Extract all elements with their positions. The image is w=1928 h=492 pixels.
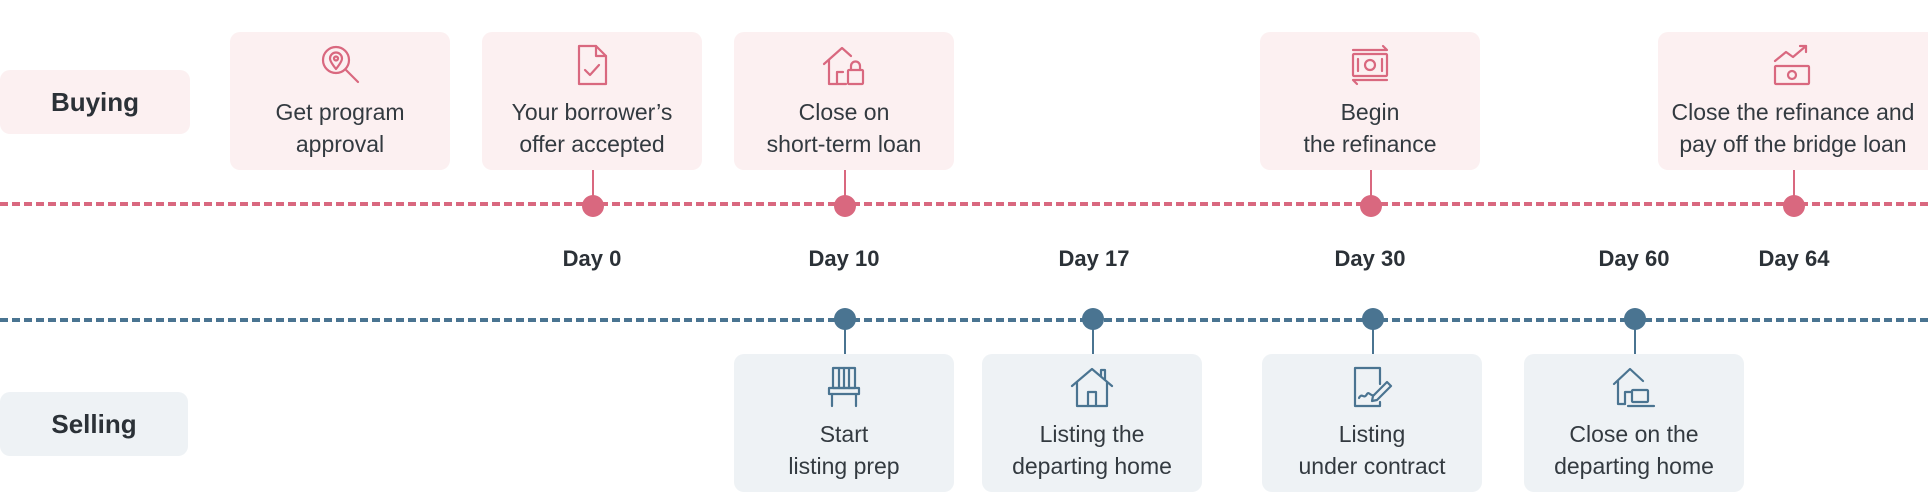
buying-step-close-refinance: Close the refinance and pay off the brid… bbox=[1658, 32, 1928, 170]
step-text-line2: short-term loan bbox=[766, 131, 922, 157]
buying-stem bbox=[844, 170, 846, 204]
search-location-icon bbox=[321, 45, 360, 84]
selling-stem bbox=[1634, 320, 1636, 354]
step-text-line2: offer accepted bbox=[519, 131, 665, 157]
buying-milestone-dot-day30 bbox=[1360, 195, 1382, 217]
step-text-line1: Start bbox=[819, 421, 869, 447]
step-text-line1: Your borrower’s bbox=[511, 99, 673, 125]
step-text-line2: the refinance bbox=[1303, 131, 1437, 157]
house-laptop-icon bbox=[1612, 367, 1656, 408]
step-text-line2: under contract bbox=[1298, 453, 1446, 479]
buying-stem bbox=[1793, 170, 1795, 204]
money-growth-icon bbox=[1773, 44, 1811, 86]
step-text-line2: departing home bbox=[1012, 453, 1172, 479]
selling-step-listing-prep: Start listing prep bbox=[734, 354, 954, 492]
step-text-line2: listing prep bbox=[788, 453, 900, 479]
selling-milestone-dot-day60 bbox=[1624, 308, 1646, 330]
house-icon bbox=[1070, 367, 1114, 408]
document-check-icon bbox=[577, 44, 608, 86]
day-label: Day 17 bbox=[1058, 246, 1130, 271]
buying-step-close-short-term: Close on short-term loan bbox=[734, 32, 954, 170]
selling-milestone-dot-day30 bbox=[1362, 308, 1384, 330]
buying-milestone-dot-day10 bbox=[834, 195, 856, 217]
step-text-line2: departing home bbox=[1554, 453, 1714, 479]
selling-step-close-departing: Close on the departing home bbox=[1524, 354, 1744, 492]
contract-sign-icon bbox=[1353, 366, 1393, 408]
house-lock-icon bbox=[822, 46, 865, 86]
step-text-line2: approval bbox=[295, 131, 385, 157]
buying-stem bbox=[1370, 170, 1372, 204]
step-text-line1: Listing the bbox=[1039, 421, 1145, 447]
step-text-line1: Close on the bbox=[1569, 421, 1699, 447]
selling-milestone-dot-day10 bbox=[834, 308, 856, 330]
day-label: Day 64 bbox=[1758, 246, 1830, 271]
step-text-line1: Begin bbox=[1340, 99, 1400, 125]
buying-step-offer-accepted: Your borrower’s offer accepted bbox=[482, 32, 702, 170]
buying-step-program-approval: Get program approval bbox=[230, 32, 450, 170]
selling-stem bbox=[844, 320, 846, 354]
buying-milestone-dot-day0 bbox=[582, 195, 604, 217]
day-label: Day 30 bbox=[1334, 246, 1406, 271]
selling-milestone-dot-day17 bbox=[1082, 308, 1104, 330]
selling-step-listing-departing: Listing the departing home bbox=[982, 354, 1202, 492]
selling-step-under-contract: Listing under contract bbox=[1262, 354, 1482, 492]
step-text-line1: Close the refinance and bbox=[1671, 99, 1915, 125]
step-text-line1: Close on bbox=[798, 99, 890, 125]
money-exchange-icon bbox=[1351, 44, 1389, 86]
buying-milestone-dot-day64 bbox=[1783, 195, 1805, 217]
step-text-line1: Listing bbox=[1338, 421, 1406, 447]
day-label: Day 10 bbox=[808, 246, 880, 271]
selling-stem bbox=[1092, 320, 1094, 354]
selling-stem bbox=[1372, 320, 1374, 354]
step-text-line2: pay off the bridge loan bbox=[1679, 131, 1907, 157]
buying-stem bbox=[592, 170, 594, 204]
day-label: Day 0 bbox=[562, 246, 622, 271]
day-label: Day 60 bbox=[1598, 246, 1670, 271]
buying-step-begin-refinance: Begin the refinance bbox=[1260, 32, 1480, 170]
chair-icon bbox=[827, 366, 861, 408]
selling-row-label: Selling bbox=[0, 392, 188, 456]
selling-timeline bbox=[0, 318, 1928, 322]
buying-row-label: Buying bbox=[0, 70, 190, 134]
buying-timeline bbox=[0, 202, 1928, 206]
step-text-line1: Get program bbox=[275, 99, 405, 125]
